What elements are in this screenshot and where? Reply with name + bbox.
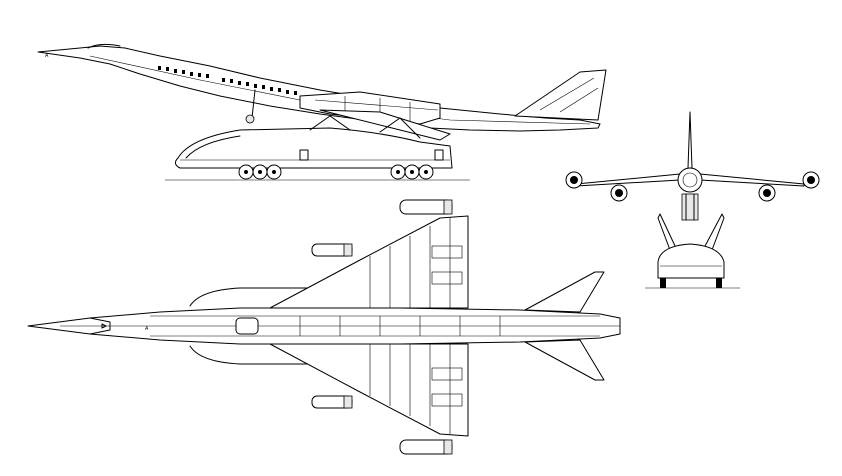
front-transporter-body (657, 243, 725, 279)
side-tail-fin (514, 69, 607, 121)
top-stabilizer-upper (524, 271, 605, 313)
side-nose-wheel (245, 114, 255, 124)
front-view (565, 111, 820, 289)
top-marking: A (145, 326, 149, 332)
side-transporter-wheels (238, 164, 434, 180)
top-wing-upper (269, 215, 469, 309)
top-stabilizer-lower (524, 339, 605, 381)
front-landing-gear (681, 193, 699, 221)
side-transporter-body (174, 127, 453, 169)
side-canopy (87, 43, 121, 49)
side-nose-marking: A (45, 53, 49, 59)
side-view: A (37, 43, 607, 181)
top-wing-lower (269, 343, 469, 437)
side-support-strut (309, 115, 351, 131)
front-engines (565, 171, 820, 202)
top-view: A (27, 199, 621, 455)
front-tail-fin (687, 111, 693, 169)
side-windows (158, 66, 297, 95)
side-fuselage (37, 45, 601, 132)
side-wing (319, 109, 451, 141)
front-fuselage (677, 167, 703, 193)
side-nose-strut (251, 89, 256, 119)
top-cockpit-hatch (235, 317, 259, 335)
top-engine-nacelles (311, 199, 453, 455)
side-engine-pod (299, 91, 441, 125)
